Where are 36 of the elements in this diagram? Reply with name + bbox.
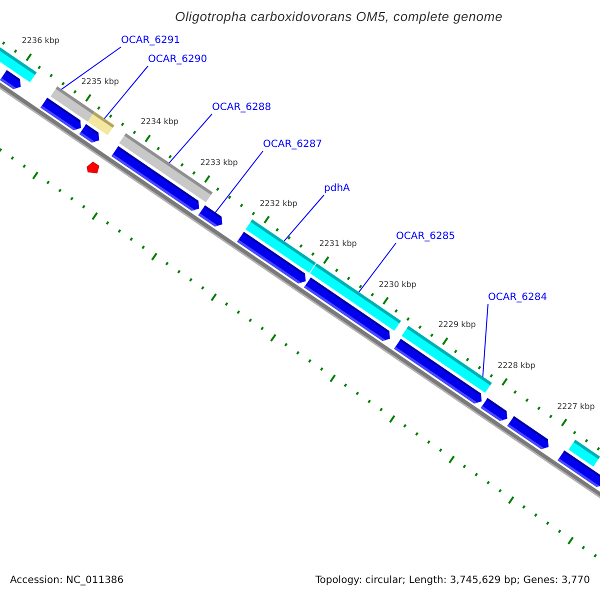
gene-block bbox=[237, 232, 306, 284]
scale-label: 2229 kbp bbox=[438, 320, 476, 330]
leader-line bbox=[214, 150, 264, 213]
gene-block bbox=[558, 450, 600, 487]
scale-label: 2232 kbp bbox=[260, 198, 298, 208]
scale-label: 2231 kbp bbox=[319, 239, 357, 248]
accession-text: Accession: NC_011386 bbox=[10, 575, 124, 586]
scale-label: 2230 kbp bbox=[378, 280, 416, 289]
gene-block bbox=[198, 205, 222, 227]
leader-line bbox=[482, 304, 488, 378]
gene-block bbox=[112, 146, 200, 211]
gene-label: OCAR_6285 bbox=[396, 231, 456, 242]
gene-label: pdhA bbox=[324, 183, 350, 194]
gene-block bbox=[0, 70, 21, 90]
scale-label: 2233 kbp bbox=[200, 158, 238, 167]
gene-block bbox=[507, 416, 549, 450]
gene-label: OCAR_6291 bbox=[121, 35, 180, 46]
genome-summary-text: Topology: circular; Length: 3,745,629 bp; Genes: 3,770 bbox=[315, 575, 590, 586]
scale-label: 2227 kbp bbox=[557, 402, 595, 410]
leader-line bbox=[104, 66, 148, 120]
gene-block bbox=[394, 338, 482, 404]
gene-label: OCAR_6287 bbox=[263, 139, 322, 150]
leader-line bbox=[168, 114, 212, 164]
leader-line bbox=[61, 46, 122, 90]
scale-label: 2228 kbp bbox=[498, 360, 536, 370]
leader-line bbox=[358, 242, 396, 293]
scale-label: 2234 kbp bbox=[140, 117, 178, 126]
leader-line bbox=[284, 194, 324, 242]
gene-block bbox=[480, 398, 508, 421]
map-title: Oligotropha carboxidovorans OM5, complete genome bbox=[175, 9, 503, 25]
scale-label: 2235 kbp bbox=[81, 76, 119, 86]
gene-label: OCAR_6284 bbox=[488, 292, 548, 303]
scale-label: 2236 kbp bbox=[22, 36, 60, 46]
gene-label: OCAR_6288 bbox=[212, 102, 272, 113]
gene-block bbox=[79, 124, 100, 143]
gene-label: OCAR_6290 bbox=[148, 54, 208, 65]
